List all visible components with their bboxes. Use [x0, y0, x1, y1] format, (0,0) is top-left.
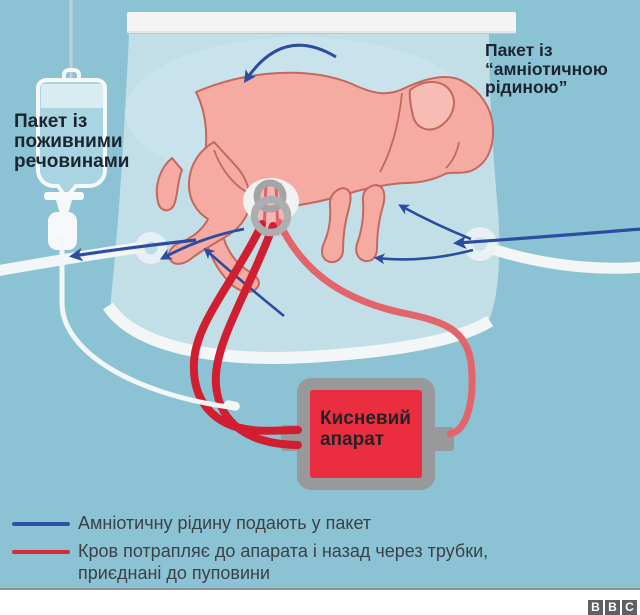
iv-bag-fluid: [38, 80, 105, 198]
blood-tube-out-2: [211, 222, 302, 449]
label-line: речовинами: [14, 151, 130, 172]
lamb-front-leg-2: [355, 184, 386, 263]
lamb-tail: [155, 157, 183, 212]
support-bar: [127, 12, 516, 33]
iv-spike: [56, 200, 72, 214]
arrow-left-outflow: [69, 238, 197, 262]
arrow-to-left-port: [159, 227, 245, 260]
arrow-to-hind-leg: [398, 204, 472, 241]
legend-text-amniotic: Амніотичну рідину подають у пакет: [78, 513, 372, 533]
right-port: [463, 227, 497, 261]
iv-bag-airgap: [41, 84, 103, 108]
label-nutrient-bag: Пакет із поживними речовинами: [14, 112, 129, 172]
label-line: апарат: [320, 429, 385, 450]
device-red-panel: [310, 390, 422, 478]
footer-strip: [0, 590, 640, 615]
legend-swatch-blood: [12, 550, 70, 554]
biobag-bottom-edge: [102, 302, 494, 364]
label-line: “амніотичною: [485, 58, 608, 79]
arrow-to-front-legs: [373, 248, 474, 265]
label-line: Пакет із: [485, 40, 553, 60]
oxygen-device: [281, 378, 454, 490]
right-fluid-tube: [482, 240, 640, 274]
bbc-logo-block-2: B: [605, 600, 620, 615]
blood-tube-out-1: [189, 220, 302, 435]
support-bar-shadow: [127, 31, 516, 34]
footer-divider: [0, 588, 640, 590]
bbc-logo-block-3: C: [622, 600, 637, 615]
blood-tubes: [189, 218, 476, 449]
legend-swatch-amniotic: [12, 522, 70, 526]
arrow-right-inflow: [452, 227, 640, 250]
iv-tbar: [44, 192, 84, 200]
lamb-front-leg-1: [321, 187, 352, 264]
lamb-ear: [408, 81, 455, 131]
iv-drip-chamber: [48, 212, 77, 250]
lamb-jaw-crease: [445, 141, 460, 169]
blood-tube-return: [275, 218, 476, 438]
legend-text-blood-line1: Кров потрапляє до апарата і назад через …: [78, 541, 489, 561]
arrow-inner-left: [203, 247, 285, 318]
flow-arrows: [69, 43, 640, 318]
label-line: Пакет із: [14, 111, 88, 132]
port-ring-upper: [253, 179, 287, 213]
label-oxygen-device: Кисневий апарат: [320, 408, 411, 450]
arrow-top-arc: [243, 43, 337, 84]
iv-line-tip: [223, 400, 240, 411]
iv-bag: [36, 68, 107, 250]
port-ring-lower: [250, 195, 292, 237]
iv-bag-outline: [36, 78, 107, 200]
label-line: поживними: [14, 131, 123, 152]
label-line: Кисневий: [320, 408, 411, 429]
label-amniotic-bag: Пакет із “амніотичною рідиною”: [485, 41, 608, 97]
legend-text-blood-line2: приєднані до пуповини: [78, 563, 271, 583]
legend-text-blood: Кров потрапляє до апарата і назад через …: [78, 540, 488, 584]
iv-line: [59, 237, 230, 410]
lamb-neck-crease: [379, 92, 403, 173]
bbc-logo-block-1: B: [588, 600, 603, 615]
label-line: рідиною”: [485, 77, 568, 97]
